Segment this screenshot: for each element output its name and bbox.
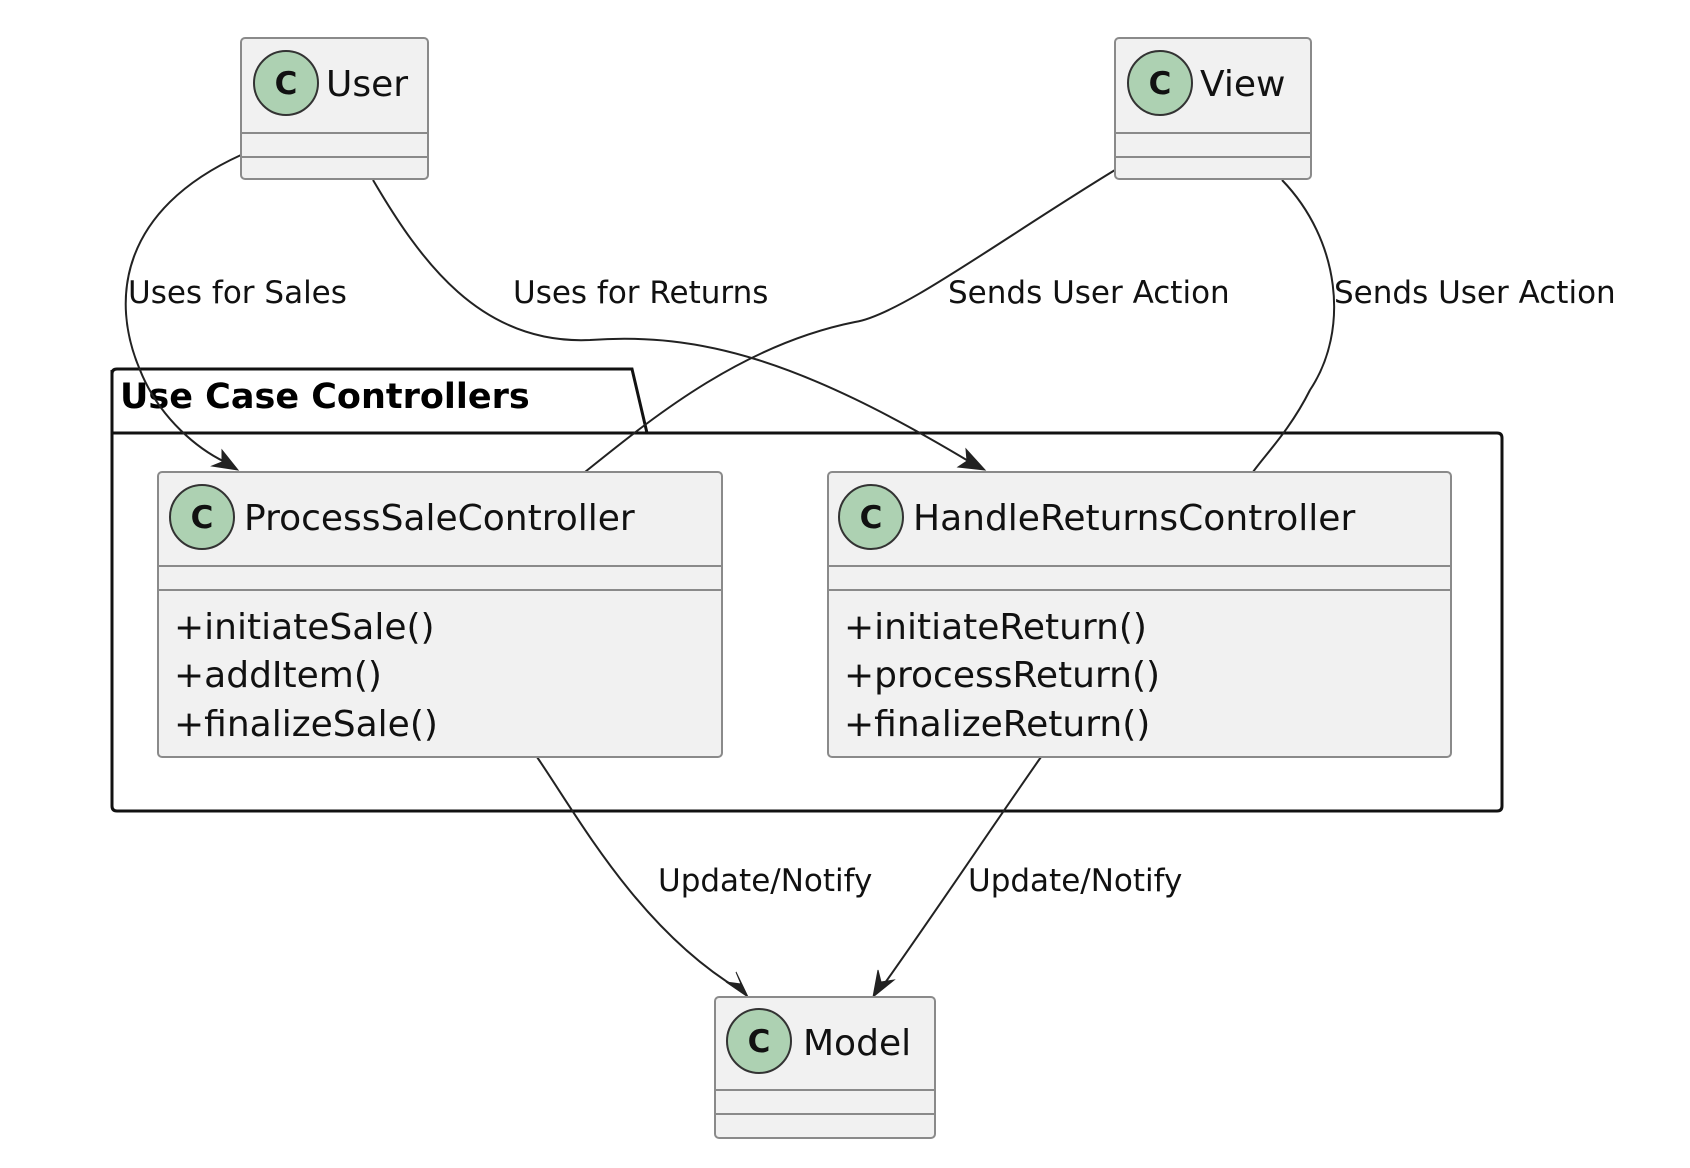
edge-view-to-handle-returns <box>1252 179 1336 473</box>
class-badge-icon <box>726 1008 792 1074</box>
method-process-return: +processReturn() <box>844 655 1160 696</box>
class-name: HandleReturnsController <box>913 498 1355 539</box>
edge-label-sends-user-action-1: Sends User Action <box>948 275 1230 311</box>
edges <box>124 154 1336 999</box>
edge-label-uses-for-returns: Uses for Returns <box>513 275 768 311</box>
arrowhead-handle-returns <box>956 447 987 471</box>
edge-user-to-handle-returns <box>372 179 971 463</box>
package-title: Use Case Controllers <box>120 377 530 417</box>
class-badge-icon <box>1127 50 1193 116</box>
class-badge-letter: C <box>275 66 298 102</box>
class-badge-letter: C <box>860 500 883 536</box>
edge-label-update-notify-2: Update/Notify <box>968 863 1182 899</box>
edge-process-sale-to-model <box>536 756 741 991</box>
edge-label-sends-user-action-2: Sends User Action <box>1334 275 1616 311</box>
arrowhead-model-left <box>725 971 750 999</box>
method-add-item: +addItem() <box>174 655 382 696</box>
class-model[interactable]: C Model <box>714 996 936 1139</box>
class-badge-icon <box>838 484 904 550</box>
edge-label-update-notify-1: Update/Notify <box>658 863 872 899</box>
class-handle-returns-controller[interactable]: C HandleReturnsController +initiateRetur… <box>827 471 1452 758</box>
method-initiate-sale: +initiateSale() <box>174 607 435 648</box>
class-name: Model <box>803 1023 911 1064</box>
edge-handle-returns-to-model <box>879 756 1042 991</box>
arrowhead-model-right <box>872 969 896 999</box>
class-badge-icon <box>169 484 235 550</box>
class-process-sale-controller[interactable]: C ProcessSaleController +initiateSale() … <box>157 471 723 758</box>
class-badge-icon <box>253 50 319 116</box>
class-name: View <box>1200 64 1285 105</box>
edge-label-uses-for-sales: Uses for Sales <box>128 275 347 311</box>
method-initiate-return: +initiateReturn() <box>844 607 1147 648</box>
class-badge-letter: C <box>748 1024 771 1060</box>
edge-user-to-process-sale <box>124 154 242 463</box>
edge-view-to-process-sale <box>584 169 1116 473</box>
class-box <box>157 471 723 758</box>
class-box <box>827 471 1452 758</box>
method-finalize-sale: +finalizeSale() <box>174 704 438 745</box>
class-badge-letter: C <box>191 500 214 536</box>
class-user[interactable]: C User <box>240 37 429 180</box>
arrowhead-process-sale <box>210 448 240 471</box>
method-finalize-return: +finalizeReturn() <box>844 704 1150 745</box>
class-badge-letter: C <box>1149 66 1172 102</box>
class-name: ProcessSaleController <box>244 498 635 539</box>
class-name: User <box>326 64 408 105</box>
class-view[interactable]: C View <box>1114 37 1312 180</box>
